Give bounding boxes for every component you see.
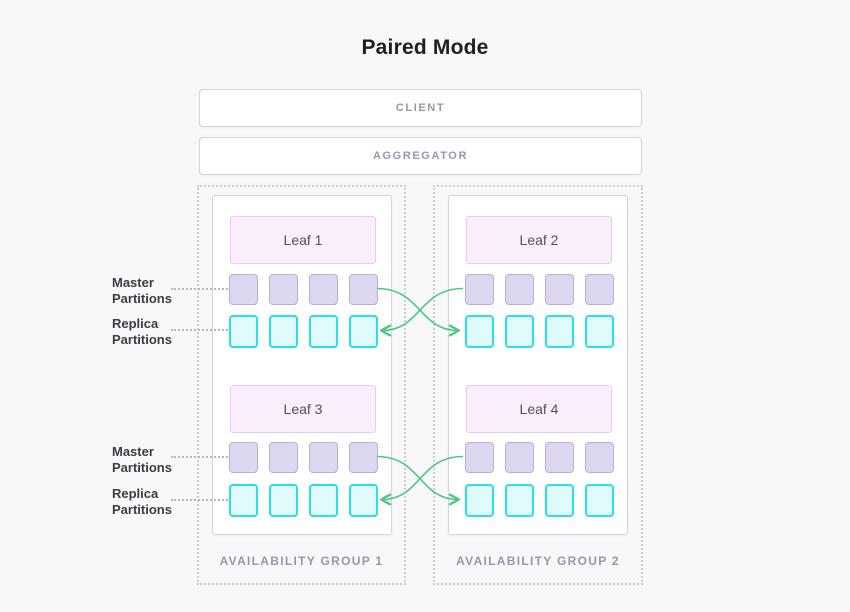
master-partition (545, 274, 574, 305)
master-partition (585, 274, 614, 305)
leaf-2-label: Leaf 2 (519, 232, 559, 248)
master-leader-line-top (171, 288, 228, 290)
leaf-container-group-1: Leaf 1 Leaf 3 (212, 195, 392, 535)
aggregator-label: AGGREGATOR (372, 150, 469, 162)
diagram-title: Paired Mode (361, 36, 489, 59)
leaf-4-label: Leaf 4 (519, 401, 559, 417)
master-partition (229, 274, 258, 305)
leaf-3-replica-partition-row (229, 484, 378, 517)
master-partition (505, 442, 534, 473)
leaf-container-group-2: Leaf 2 Leaf 4 (448, 195, 628, 535)
replica-partition (545, 484, 574, 517)
replica-partition (545, 315, 574, 348)
master-partition (309, 442, 338, 473)
replica-partition (229, 315, 258, 348)
replica-partition (465, 484, 494, 517)
client-box: CLIENT (199, 89, 642, 127)
master-partitions-label-bottom: Master Partitions (112, 444, 172, 475)
leaf-4-replica-partition-row (465, 484, 614, 517)
leaf-1-label: Leaf 1 (283, 232, 323, 248)
master-partition (229, 442, 258, 473)
replica-partitions-label-bottom: Replica Partitions (112, 486, 172, 517)
leaf-3-box: Leaf 3 (230, 385, 376, 433)
replica-partition (269, 484, 298, 517)
availability-group-2: AVAILABILITY GROUP 2 (433, 185, 643, 585)
leaf-2-box: Leaf 2 (466, 216, 612, 264)
availability-group-2-label: AVAILABILITY GROUP 2 (456, 554, 620, 568)
master-partition (465, 274, 494, 305)
client-label: CLIENT (395, 102, 446, 114)
master-partition (585, 442, 614, 473)
leaf-3-label: Leaf 3 (283, 401, 323, 417)
leaf-1-replica-partition-row (229, 315, 378, 348)
replica-partitions-label-top: Replica Partitions (112, 316, 172, 347)
master-partitions-label-top: Master Partitions (112, 275, 172, 306)
replica-partition (349, 484, 378, 517)
master-partition (545, 442, 574, 473)
replica-partition (269, 315, 298, 348)
availability-group-1-label: AVAILABILITY GROUP 1 (219, 554, 384, 568)
availability-group-1: AVAILABILITY GROUP 1 (197, 185, 406, 585)
leaf-1-master-partition-row (229, 274, 378, 305)
replica-partition (465, 315, 494, 348)
aggregator-box: AGGREGATOR (199, 137, 642, 175)
replica-partition (229, 484, 258, 517)
master-partition (269, 442, 298, 473)
replica-partition (505, 484, 534, 517)
master-leader-line-bottom (171, 456, 228, 458)
master-partition (309, 274, 338, 305)
replica-partition (309, 315, 338, 348)
replica-leader-line-top (171, 329, 228, 331)
leaf-1-box: Leaf 1 (230, 216, 376, 264)
replica-partition (349, 315, 378, 348)
leaf-2-replica-partition-row (465, 315, 614, 348)
master-partition (465, 442, 494, 473)
replica-partition (309, 484, 338, 517)
replica-partition (585, 315, 614, 348)
master-partition (505, 274, 534, 305)
leaf-4-box: Leaf 4 (466, 385, 612, 433)
replica-partition (505, 315, 534, 348)
master-partition (349, 442, 378, 473)
master-partition (349, 274, 378, 305)
leaf-2-master-partition-row (465, 274, 614, 305)
leaf-3-master-partition-row (229, 442, 378, 473)
replica-leader-line-bottom (171, 499, 228, 501)
leaf-4-master-partition-row (465, 442, 614, 473)
replica-partition (585, 484, 614, 517)
master-partition (269, 274, 298, 305)
